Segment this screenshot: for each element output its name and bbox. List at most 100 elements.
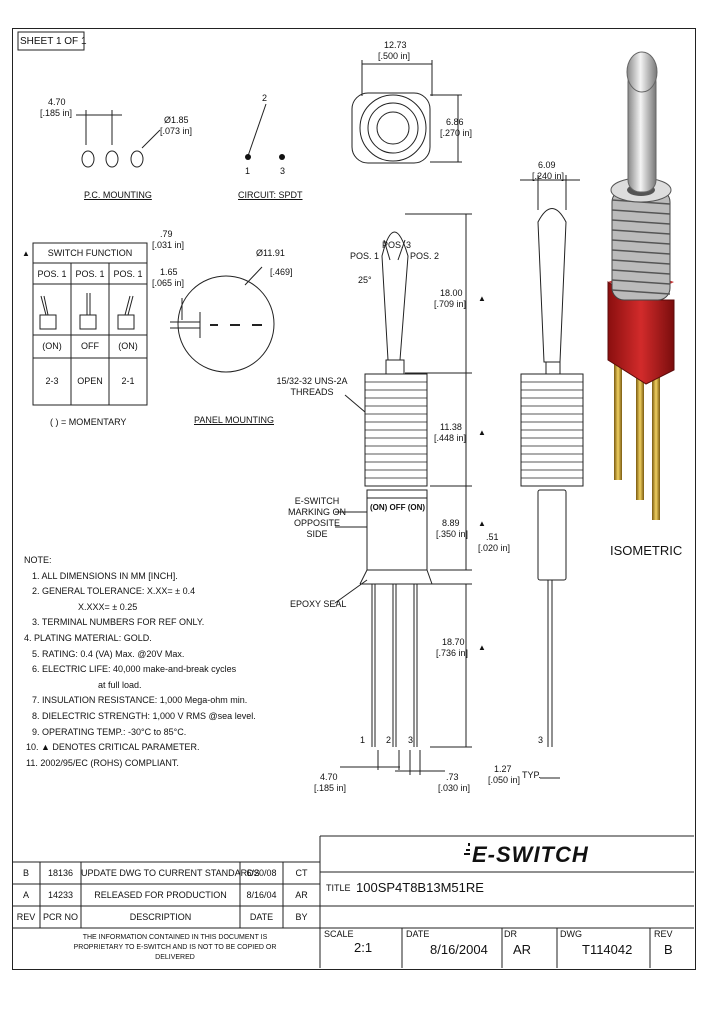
threads-label: 15/32-32 UNS-2A THREADS bbox=[276, 376, 348, 397]
gap-dim: .51 bbox=[486, 532, 499, 542]
pc-hole-dim-in: [.073 in] bbox=[160, 126, 193, 136]
isometric-label: ISOMETRIC bbox=[610, 543, 683, 558]
panel-b-dim: 1.65 bbox=[160, 267, 178, 277]
panel-mounting-label: PANEL MOUNTING bbox=[194, 415, 275, 425]
epoxy-label: EPOXY SEAL bbox=[290, 599, 347, 609]
term-thk-dim: 1.27 bbox=[494, 764, 512, 774]
body-len-dim: 8.89 bbox=[442, 518, 460, 528]
rev-row-a-by: AR bbox=[295, 890, 308, 900]
sf-state-1: (ON) bbox=[42, 341, 62, 351]
sf-state-3: (ON) bbox=[118, 341, 138, 351]
note-line: 8. DIELECTRIC STRENGTH: 1,000 V RMS @sea… bbox=[32, 710, 256, 721]
title-label: TITLE bbox=[326, 883, 351, 893]
note-line: 5. RATING: 0.4 (VA) Max. @20V Max. bbox=[32, 648, 185, 659]
date-label: DATE bbox=[406, 929, 430, 939]
drawing-sheet bbox=[12, 28, 696, 970]
scale-label: SCALE bbox=[324, 929, 354, 939]
bushing-height-dim: 6.86 bbox=[446, 117, 464, 127]
angle-label: 25° bbox=[358, 275, 372, 285]
sf-header-2: POS. 1 bbox=[75, 269, 105, 279]
sheet-label: SHEET 1 OF 1 bbox=[20, 36, 87, 47]
rev-row-b-by: CT bbox=[295, 868, 308, 878]
lever-len-dim: 18.00 bbox=[440, 288, 463, 298]
sf-conn-1: 2-3 bbox=[45, 376, 59, 386]
bushing-width-dim: 12.73 bbox=[384, 40, 407, 50]
panel-a-dim: .79 bbox=[160, 229, 173, 239]
circuit-pin-3: 3 bbox=[280, 166, 286, 176]
note-line: 1. ALL DIMENSIONS IN MM [INCH]. bbox=[32, 570, 178, 581]
bushing-len-dim-in: [.448 in] bbox=[434, 433, 467, 443]
pos1-label: POS. 1 bbox=[350, 251, 380, 261]
bushing-len-dim: 11.38 bbox=[440, 422, 462, 432]
note-line: 4. PLATING MATERIAL: GOLD. bbox=[24, 632, 152, 643]
panel-dia-dim: Ø11.91 bbox=[256, 248, 285, 258]
rev-row-a-date: 8/16/04 bbox=[246, 890, 277, 900]
side-width-dim-in: [.240 in] bbox=[532, 171, 565, 181]
marking-text: (ON) OFF (ON) bbox=[370, 503, 426, 512]
rev-row-a-pcr: 14233 bbox=[47, 890, 74, 900]
notes-block: NOTE: 1. ALL DIMENSIONS IN MM [INCH]. 2.… bbox=[24, 553, 256, 771]
note-line: 6. ELECTRIC LIFE: 40,000 make-and-break … bbox=[32, 664, 237, 675]
switch-function-title: SWITCH FUNCTION bbox=[47, 248, 133, 258]
note-line: 11. 2002/95/EC (ROHS) COMPLIANT. bbox=[26, 757, 179, 768]
panel-a-dim-in: [.031 in] bbox=[152, 240, 185, 250]
panel-b-dim-in: [.065 in] bbox=[152, 278, 185, 288]
pc-mounting-label: P.C. MOUNTING bbox=[84, 190, 152, 200]
term-pitch-dim-in: [.185 in] bbox=[314, 783, 347, 793]
pos2-label: POS. 2 bbox=[410, 251, 440, 261]
brand-logo: E-SWITCH bbox=[470, 842, 591, 868]
rev-header-by: BY bbox=[295, 912, 308, 922]
typ-label: TYP. bbox=[522, 770, 541, 780]
note-line: 10. ▲ DENOTES CRITICAL PARAMETER. bbox=[26, 742, 200, 753]
body-critical: ▲ bbox=[478, 519, 486, 528]
sf-header-1: POS. 1 bbox=[37, 269, 67, 279]
term-pitch-dim: 4.70 bbox=[320, 772, 338, 782]
note-line: at full load. bbox=[98, 679, 142, 690]
title-value: 100SP4T8B13M51RE bbox=[356, 880, 484, 895]
bushing-critical: ▲ bbox=[478, 428, 486, 437]
sf-state-2: OFF bbox=[81, 341, 99, 351]
side-width-dim: 6.09 bbox=[538, 160, 556, 170]
front-pin-3: 3 bbox=[408, 735, 414, 745]
rev-row-a-desc: RELEASED FOR PRODUCTION bbox=[94, 890, 227, 900]
rev-value: B bbox=[664, 942, 673, 957]
front-pin-2: 2 bbox=[386, 735, 392, 745]
rev-header-rev: REV bbox=[16, 912, 36, 922]
critical-marker: ▲ bbox=[22, 249, 30, 258]
note-line: 2. GENERAL TOLERANCE: X.XX= ± 0.4 bbox=[32, 586, 196, 597]
term-w-dim-in: [.030 in] bbox=[438, 783, 471, 793]
dwg-label: DWG bbox=[560, 929, 582, 939]
pos3-label: POS. 3 bbox=[382, 240, 412, 250]
note-line: 3. TERMINAL NUMBERS FOR REF ONLY. bbox=[32, 617, 205, 628]
term-len-dim: 18.70 bbox=[442, 637, 465, 647]
lever-critical: ▲ bbox=[478, 294, 486, 303]
side-pin-3: 3 bbox=[538, 735, 544, 745]
dr-label: DR bbox=[504, 929, 517, 939]
note-line: X.XXX= ± 0.25 bbox=[78, 601, 138, 612]
rev-label: REV bbox=[654, 929, 673, 939]
gap-dim-in: [.020 in] bbox=[478, 543, 511, 553]
pc-pitch-dim-in: [.185 in] bbox=[40, 108, 73, 118]
front-pin-1: 1 bbox=[360, 735, 366, 745]
term-w-dim: .73 bbox=[446, 772, 459, 782]
rev-header-date: DATE bbox=[249, 912, 274, 922]
pc-hole-dim: Ø1.85 bbox=[164, 115, 189, 125]
note-line: 9. OPERATING TEMP.: -30°C to 85°C. bbox=[32, 726, 187, 737]
marking-label: E-SWITCH MARKING ON OPPOSITE SIDE bbox=[287, 496, 346, 539]
scale-value: 2:1 bbox=[354, 940, 373, 955]
term-thk-dim-in: [.050 in] bbox=[488, 775, 521, 785]
isometric-render bbox=[607, 51, 675, 520]
circuit-pin-2: 2 bbox=[262, 93, 268, 103]
notes-title: NOTE: bbox=[24, 555, 52, 565]
panel-dia-dim-in: [.469] bbox=[270, 267, 293, 277]
rev-row-b-rev: B bbox=[22, 868, 29, 878]
rev-header-pcr: PCR NO bbox=[42, 912, 78, 922]
rev-row-b-pcr: 18136 bbox=[47, 868, 74, 878]
sf-conn-3: 2-1 bbox=[121, 376, 135, 386]
dr-value: AR bbox=[513, 942, 532, 957]
term-critical: ▲ bbox=[478, 643, 486, 652]
sf-header-3: POS. 1 bbox=[113, 269, 143, 279]
bushing-width-dim-in: [.500 in] bbox=[378, 51, 411, 61]
term-len-dim-in: [.736 in] bbox=[436, 648, 469, 658]
